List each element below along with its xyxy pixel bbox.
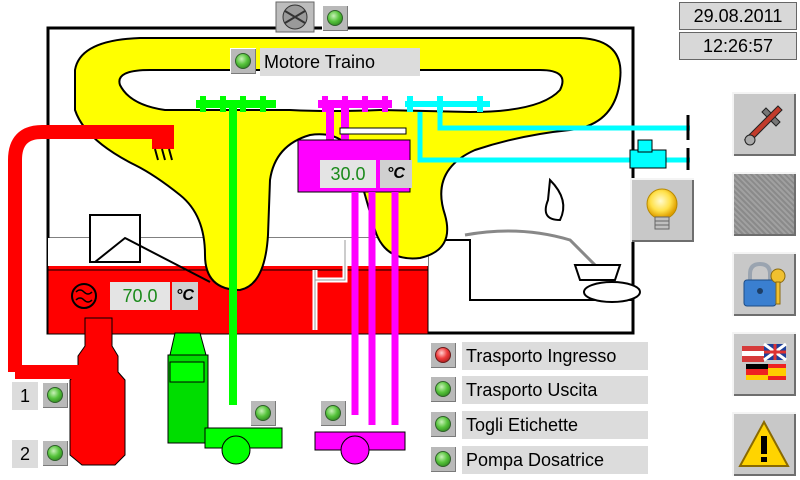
tank1-temperature-unit: °C	[172, 282, 198, 310]
pump-1-label: 1	[12, 382, 38, 410]
motor-status-led	[230, 48, 256, 74]
trasporto-uscita-led	[430, 376, 456, 402]
warning-icon	[738, 419, 790, 467]
magenta-circuit-led	[320, 400, 346, 426]
time-display: 12:26:57	[679, 32, 797, 60]
language-button[interactable]	[732, 332, 796, 396]
alarm-button[interactable]	[732, 412, 796, 476]
green-circuit-led	[250, 400, 276, 426]
tank2-temperature-value: 30.0	[320, 160, 376, 188]
pump-2-led	[42, 440, 68, 466]
flags-icon	[742, 342, 787, 380]
togli-etichette-led	[430, 411, 456, 437]
login-button[interactable]	[732, 252, 796, 316]
fan-status-led	[322, 5, 348, 31]
empty-slot-button[interactable]	[732, 172, 796, 236]
date-display: 29.08.2011	[679, 2, 797, 30]
lightbulb-icon	[646, 188, 678, 230]
trasporto-ingresso-label: Trasporto Ingresso	[462, 342, 648, 370]
tools-icon	[743, 105, 783, 146]
lock-key-icon	[743, 261, 786, 307]
togli-etichette-label: Togli Etichette	[462, 411, 648, 439]
settings-tools-button[interactable]	[732, 92, 796, 156]
tank1-temperature-value: 70.0	[110, 282, 170, 310]
pompa-dosatrice-led	[430, 446, 456, 472]
trasporto-ingresso-led	[430, 342, 456, 368]
pump-2-label: 2	[12, 440, 38, 468]
pompa-dosatrice-label: Pompa Dosatrice	[462, 446, 648, 474]
pump-1-led	[42, 382, 68, 408]
trasporto-uscita-label: Trasporto Uscita	[462, 376, 648, 404]
motor-label: Motore Traino	[260, 48, 420, 76]
light-button[interactable]	[630, 178, 694, 242]
tank2-temperature-unit: °C	[380, 160, 412, 188]
